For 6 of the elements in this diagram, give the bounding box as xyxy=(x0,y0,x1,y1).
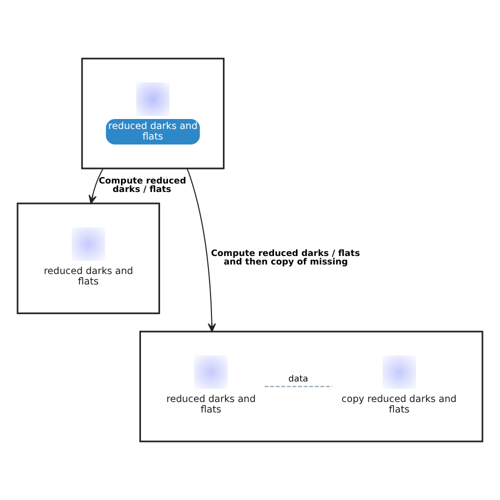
edge-label: Compute reduced darks / flats xyxy=(98,176,186,196)
edge-label: data xyxy=(288,374,308,385)
node-label: copy reduced darks and flats xyxy=(342,394,457,416)
edge-label: Compute reduced darks / flats and then copy of missing xyxy=(210,248,360,268)
node-label: reduced darks and flats xyxy=(166,394,256,416)
node-label: reduced darks and flats xyxy=(44,266,134,288)
